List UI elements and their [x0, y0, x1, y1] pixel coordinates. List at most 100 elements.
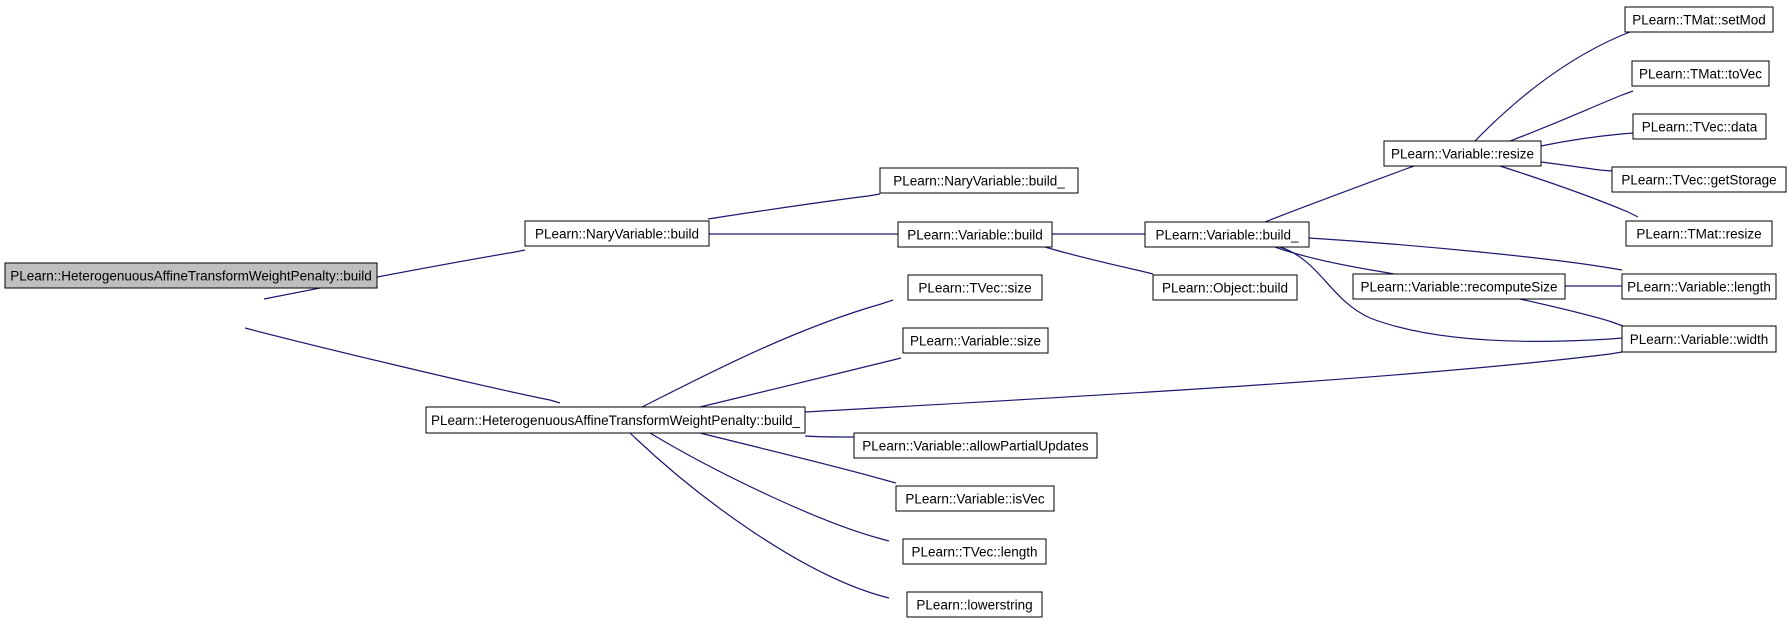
graph-node-plearn-variable-width[interactable]: PLearn::Variable::width [1621, 325, 1777, 353]
edge-plearn-heterogenuousaffinetransformweightpenalty-build-to-plearn-tvec-length [649, 432, 890, 542]
node-label: PLearn::Variable::isVec [905, 492, 1045, 507]
graph-node-plearn-lowerstring[interactable]: PLearn::lowerstring [906, 591, 1043, 618]
graph-node-plearn-variable-size[interactable]: PLearn::Variable::size [902, 327, 1049, 354]
node-box [524, 220, 710, 247]
graph-node-plearn-variable-recomputesize[interactable]: PLearn::Variable::recomputeSize [1352, 273, 1566, 300]
node-label: PLearn::TMat::toVec [1639, 67, 1762, 82]
node-box [1611, 166, 1787, 193]
edge-plearn-variable-build-to-plearn-variable-resize [1264, 165, 1415, 223]
graph-node-plearn-tvec-size[interactable]: PLearn::TVec::size [907, 274, 1043, 301]
node-box [1621, 325, 1777, 353]
graph-node-plearn-variable-resize[interactable]: PLearn::Variable::resize [1383, 140, 1542, 167]
edge-plearn-heterogenuousaffinetransformweightpenalty-build-to-plearn-heterogenuousaffinetransformweightpenalty-build [244, 327, 561, 404]
graph-node-plearn-tmat-tovec[interactable]: PLearn::TMat::toVec [1631, 60, 1770, 87]
node-label: PLearn::HeterogenuousAffineTransformWeig… [10, 269, 371, 284]
node-label: PLearn::TVec::size [918, 281, 1031, 296]
graph-node-plearn-naryvariable-build[interactable]: PLearn::NaryVariable::build_ [879, 167, 1079, 194]
edge-plearn-heterogenuousaffinetransformweightpenalty-build-to-plearn-variable-width [804, 351, 1623, 413]
graph-node-plearn-tmat-setmod[interactable]: PLearn::TMat::setMod [1624, 6, 1774, 33]
node-box [1352, 273, 1566, 300]
node-label: PLearn::Variable::width [1630, 332, 1769, 347]
graph-node-plearn-tvec-data[interactable]: PLearn::TVec::data [1632, 113, 1767, 140]
node-label: PLearn::Variable::build_ [1155, 228, 1299, 243]
edge-plearn-variable-recomputesize-to-plearn-variable-width [1519, 298, 1624, 327]
edge-line [804, 351, 1623, 413]
node-label: PLearn::Variable::build [907, 228, 1043, 243]
node-box [906, 591, 1043, 618]
edge-line [1509, 90, 1634, 142]
graph-node-plearn-heterogenuousaffinetransformweightpenalty-build[interactable]: PLearn::HeterogenuousAffineTransformWeig… [425, 406, 806, 434]
node-label: PLearn::HeterogenuousAffineTransformWeig… [431, 413, 800, 428]
node-label: PLearn::Variable::length [1627, 280, 1771, 295]
edge-line [1274, 246, 1395, 275]
edge-line [1474, 31, 1631, 142]
edge-line [1540, 161, 1613, 172]
node-box [1621, 273, 1777, 300]
edge-line [263, 249, 526, 300]
node-box [1631, 60, 1770, 87]
graph-node-plearn-variable-isvec[interactable]: PLearn::Variable::isVec [895, 485, 1055, 512]
node-box [1152, 274, 1298, 301]
graph-node-plearn-tvec-length[interactable]: PLearn::TVec::length [902, 538, 1047, 565]
edge-plearn-variable-build-to-plearn-variable-width [1279, 246, 1623, 342]
graph-node-plearn-variable-length[interactable]: PLearn::Variable::length [1621, 273, 1777, 300]
node-box [897, 221, 1053, 248]
edge-plearn-variable-resize-to-plearn-tmat-setmod [1474, 31, 1631, 142]
graph-node-plearn-tmat-resize[interactable]: PLearn::TMat::resize [1625, 220, 1773, 247]
edge-plearn-heterogenuousaffinetransformweightpenalty-build-to-plearn-variable-size [699, 357, 902, 408]
node-box [1383, 140, 1542, 167]
node-label: PLearn::TMat::setMod [1632, 13, 1766, 28]
node-label: PLearn::TMat::resize [1636, 227, 1761, 242]
graph-node-plearn-naryvariable-build[interactable]: PLearn::NaryVariable::build [524, 220, 710, 247]
edge-plearn-variable-build-to-plearn-object-build [1044, 246, 1154, 275]
node-box [902, 538, 1047, 565]
node-label: PLearn::Object::build [1162, 281, 1288, 296]
node-label: PLearn::TVec::getStorage [1621, 173, 1776, 188]
call-graph-edges [244, 31, 1639, 599]
edge-line [1519, 298, 1624, 327]
graph-node-plearn-variable-build[interactable]: PLearn::Variable::build_ [1144, 221, 1310, 248]
node-box [425, 406, 806, 434]
node-box [895, 485, 1055, 512]
node-box [4, 262, 378, 289]
node-label: PLearn::lowerstring [916, 598, 1032, 613]
node-box [1625, 220, 1773, 247]
edge-plearn-heterogenuousaffinetransformweightpenalty-build-to-plearn-tvec-size [641, 299, 894, 408]
call-graph-nodes: PLearn::HeterogenuousAffineTransformWeig… [4, 6, 1787, 618]
edge-line [707, 193, 881, 220]
edge-plearn-heterogenuousaffinetransformweightpenalty-build-to-plearn-lowerstring [629, 432, 890, 599]
edge-plearn-variable-resize-to-plearn-tvec-getstorage [1540, 161, 1613, 172]
node-box [853, 432, 1098, 459]
edge-line [641, 299, 894, 408]
graph-node-plearn-tvec-getstorage[interactable]: PLearn::TVec::getStorage [1611, 166, 1787, 193]
edge-plearn-variable-resize-to-plearn-tmat-resize [1499, 165, 1639, 218]
node-label: PLearn::NaryVariable::build [535, 227, 699, 242]
edge-line [699, 432, 897, 484]
node-label: PLearn::NaryVariable::build_ [893, 174, 1065, 189]
node-box [907, 274, 1043, 301]
graph-node-plearn-variable-allowpartialupdates[interactable]: PLearn::Variable::allowPartialUpdates [853, 432, 1098, 459]
edge-line [1279, 246, 1623, 342]
root-node-plearn-heterogenuousaffinetransformweightpenalty-build[interactable]: PLearn::HeterogenuousAffineTransformWeig… [4, 262, 378, 289]
graph-node-plearn-object-build[interactable]: PLearn::Object::build [1152, 274, 1298, 301]
node-label: PLearn::TVec::data [1642, 120, 1758, 135]
node-box [879, 167, 1079, 194]
node-box [902, 327, 1049, 354]
edge-line [1308, 237, 1623, 271]
edge-plearn-variable-build-to-plearn-variable-length [1308, 237, 1623, 271]
edge-plearn-variable-resize-to-plearn-tvec-data [1540, 132, 1634, 147]
edge-line [1264, 165, 1415, 223]
edge-line [1540, 132, 1634, 147]
edge-line [244, 327, 561, 404]
node-label: PLearn::TVec::length [911, 545, 1037, 560]
edge-line [1499, 165, 1639, 218]
graph-node-plearn-variable-build[interactable]: PLearn::Variable::build [897, 221, 1053, 248]
edge-plearn-naryvariable-build-to-plearn-naryvariable-build [707, 193, 881, 220]
node-label: PLearn::Variable::recomputeSize [1360, 280, 1557, 295]
edge-line [629, 432, 890, 599]
node-label: PLearn::Variable::resize [1391, 147, 1534, 162]
edge-line [804, 435, 854, 438]
edge-plearn-heterogenuousaffinetransformweightpenalty-build-to-plearn-naryvariable-build [263, 249, 526, 300]
node-box [1144, 221, 1310, 248]
